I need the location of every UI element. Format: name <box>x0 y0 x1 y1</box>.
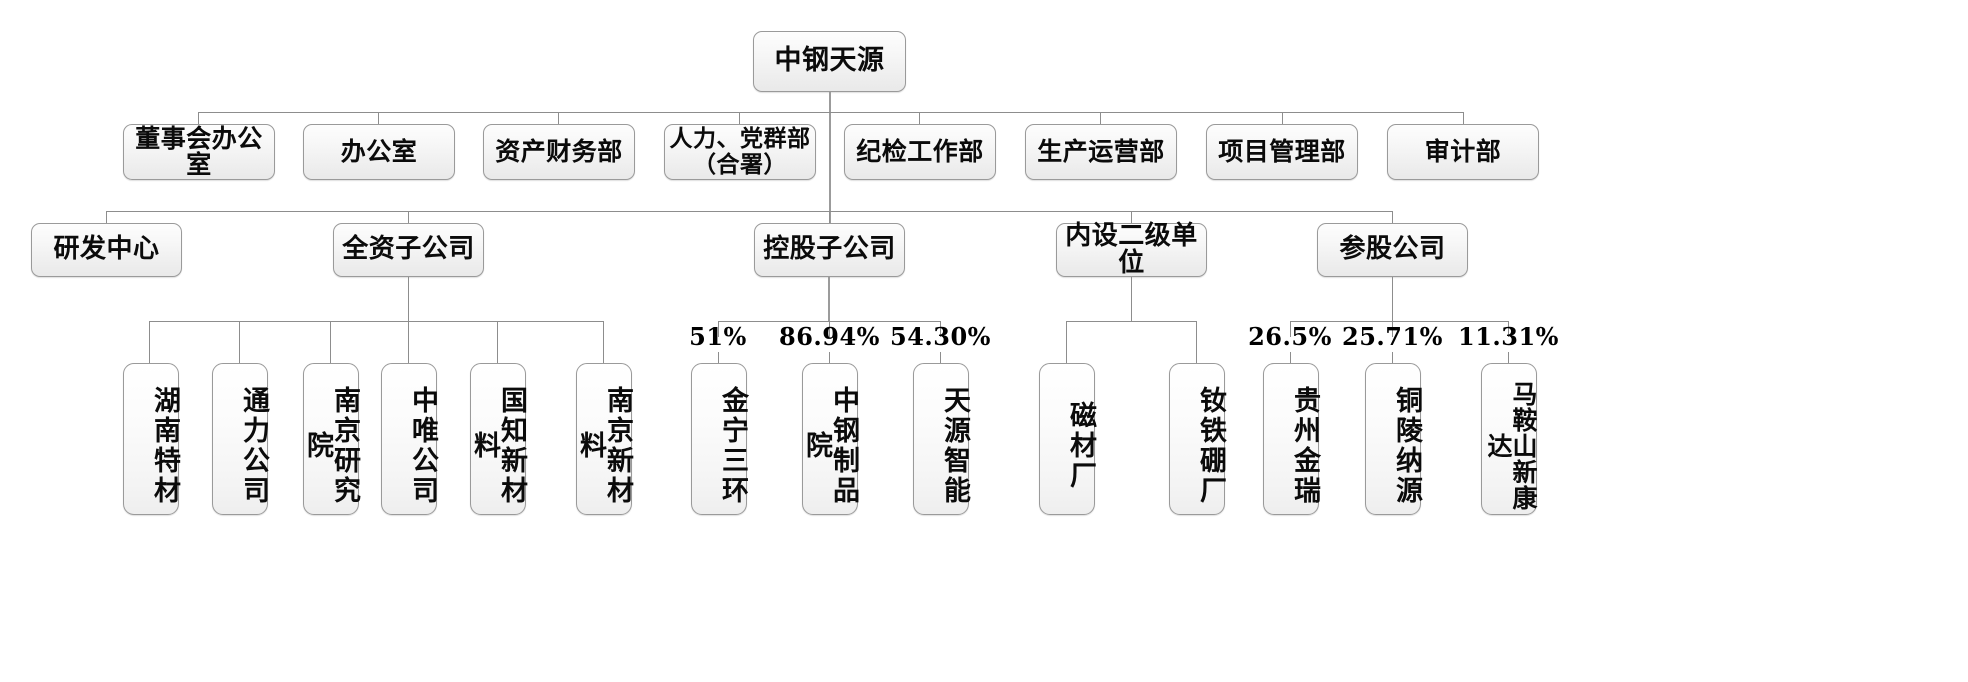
node-equity-0[interactable]: 贵州金瑞 <box>1263 363 1320 515</box>
internal-units-drop-0 <box>1066 321 1067 363</box>
node-internal-unit-1[interactable]: 钕铁硼厂 <box>1169 363 1226 515</box>
row2-bus <box>198 112 1464 113</box>
equity-drop-tail-2 <box>1508 352 1509 363</box>
row2-drop-7 <box>1463 112 1464 124</box>
wholly-owned-drop-0 <box>149 321 150 363</box>
wholly-owned-drop-2 <box>330 321 331 363</box>
node-wholly-owned-0[interactable]: 湖南特材 <box>123 363 180 515</box>
equity-drop-tail-1 <box>1392 352 1393 363</box>
wholly-owned-bus <box>149 321 603 322</box>
row3-drop-4 <box>1392 211 1393 223</box>
wholly-owned-drop-1 <box>239 321 240 363</box>
equity-drop-0 <box>1290 321 1291 337</box>
holding-stem <box>828 277 830 321</box>
holding-drop-tail-0 <box>718 352 719 363</box>
wholly-owned-drop-5 <box>603 321 604 363</box>
node-department-2[interactable]: 资产财务部 <box>483 124 635 180</box>
row3-drop-2 <box>829 211 830 223</box>
node-internal-unit-0[interactable]: 磁材厂 <box>1039 363 1096 515</box>
node-equity-1[interactable]: 铜陵纳源 <box>1365 363 1422 515</box>
node-category-rd-center[interactable]: 研发中心 <box>31 223 182 277</box>
row3-drop-3 <box>1131 211 1132 223</box>
node-wholly-owned-3[interactable]: 中唯公司 <box>381 363 438 515</box>
row2-drop-3 <box>739 112 740 124</box>
node-root[interactable]: 中钢天源 <box>753 31 906 92</box>
internal-units-stem <box>1131 277 1132 321</box>
trunk-root-vertical <box>829 92 831 233</box>
equity-bus <box>1290 321 1508 322</box>
node-wholly-owned-1[interactable]: 通力公司 <box>212 363 269 515</box>
node-department-4[interactable]: 纪检工作部 <box>844 124 996 180</box>
row2-drop-6 <box>1282 112 1283 124</box>
holding-drop-1 <box>829 321 830 337</box>
node-category-internal-units[interactable]: 内设二级单位 <box>1056 222 1207 277</box>
node-department-7[interactable]: 审计部 <box>1387 124 1539 180</box>
row2-drop-0 <box>198 112 199 124</box>
row2-drop-5 <box>1100 112 1101 124</box>
row3-drop-0 <box>106 211 107 223</box>
node-wholly-owned-5[interactable]: 南京新材料 <box>575 363 633 515</box>
holding-drop-0 <box>718 321 719 337</box>
node-wholly-owned-2[interactable]: 南京研究院 <box>302 363 360 515</box>
percent-holding-0: 51% <box>689 322 747 351</box>
internal-units-bus <box>1066 321 1196 322</box>
equity-stem <box>1392 277 1393 321</box>
node-category-wholly-owned[interactable]: 全资子公司 <box>333 223 484 277</box>
percent-equity-2: 11.31% <box>1458 322 1559 351</box>
node-wholly-owned-4[interactable]: 国知新材料 <box>469 363 527 515</box>
equity-drop-1 <box>1392 321 1393 337</box>
node-department-6[interactable]: 项目管理部 <box>1206 124 1358 180</box>
wholly-owned-stem <box>408 277 409 321</box>
row2-drop-4 <box>919 112 920 124</box>
percent-holding-1: 86.94% <box>779 322 880 351</box>
node-equity-2[interactable]: 马鞍山新康达 <box>1481 363 1538 515</box>
node-holding-0[interactable]: 金宁三环 <box>691 363 748 515</box>
percent-equity-1: 25.71% <box>1342 322 1443 351</box>
row2-drop-1 <box>378 112 379 124</box>
percent-equity-0: 26.5% <box>1248 322 1332 351</box>
equity-drop-2 <box>1508 321 1509 337</box>
wholly-owned-drop-4 <box>497 321 498 363</box>
node-department-5[interactable]: 生产运营部 <box>1025 124 1177 180</box>
holding-drop-tail-1 <box>829 352 830 363</box>
row2-drop-2 <box>558 112 559 124</box>
row3-drop-1 <box>408 211 409 223</box>
equity-drop-tail-0 <box>1290 352 1291 363</box>
row3-bus <box>106 211 1392 212</box>
wholly-owned-drop-3 <box>408 321 409 363</box>
holding-drop-tail-2 <box>940 352 941 363</box>
node-holding-2[interactable]: 天源智能 <box>913 363 970 515</box>
percent-holding-2: 54.30% <box>890 322 991 351</box>
node-department-1[interactable]: 办公室 <box>303 124 455 180</box>
internal-units-drop-1 <box>1196 321 1197 363</box>
node-category-equity[interactable]: 参股公司 <box>1317 223 1468 277</box>
node-holding-1[interactable]: 中钢制品院 <box>801 363 859 515</box>
node-department-0[interactable]: 董事会办公室 <box>123 124 275 180</box>
node-department-3[interactable]: 人力、党群部 （合署） <box>664 124 816 180</box>
node-category-holding[interactable]: 控股子公司 <box>754 223 905 277</box>
holding-drop-2 <box>940 321 941 337</box>
